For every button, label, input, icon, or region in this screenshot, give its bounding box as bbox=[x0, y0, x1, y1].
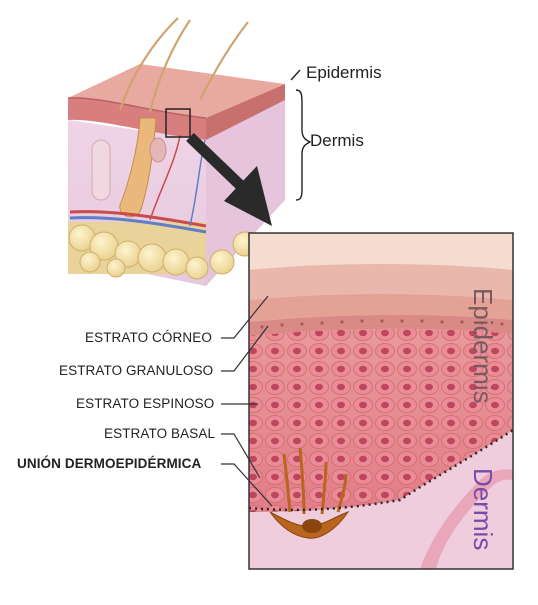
hair-follicle bbox=[91, 117, 167, 218]
label-estrato-granuloso: ESTRATO GRANULOSO bbox=[59, 363, 214, 378]
skin-block bbox=[67, 17, 285, 286]
label-estrato-espinoso: ESTRATO ESPINOSO bbox=[76, 396, 215, 411]
label-estrato-corneo: ESTRATO CÓRNEO bbox=[85, 330, 212, 345]
leader-lines bbox=[221, 295, 273, 507]
inset-border bbox=[248, 232, 514, 570]
overview-epidermis-label: Epidermis bbox=[306, 63, 382, 82]
inset-dermis-label: Dermis bbox=[468, 468, 498, 551]
fat-layer bbox=[68, 222, 258, 280]
hair-shafts bbox=[118, 17, 249, 113]
overview-dermis-label: Dermis bbox=[310, 131, 364, 150]
label-estrato-basal: ESTRATO BASAL bbox=[104, 426, 216, 441]
inset-view bbox=[249, 233, 513, 569]
basement-membrane bbox=[249, 428, 513, 512]
label-union-dermoepidermica: UNIÓN DERMOEPIDÉRMICA bbox=[17, 456, 202, 471]
overview-bracket bbox=[290, 69, 312, 201]
zoom-box bbox=[165, 108, 191, 138]
zoom-arrow bbox=[186, 133, 272, 226]
inset-epidermis-label: Epidermis bbox=[468, 288, 498, 404]
